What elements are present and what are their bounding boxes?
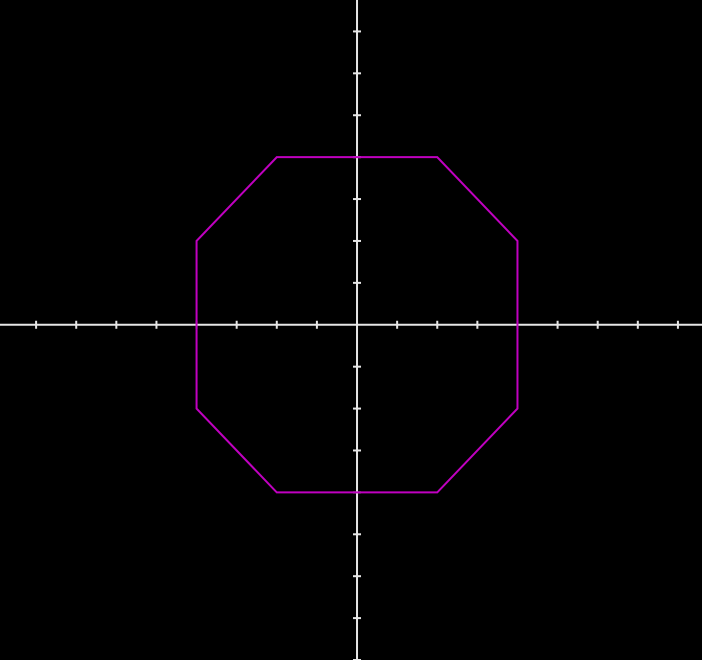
octagon-shape <box>195 156 519 494</box>
